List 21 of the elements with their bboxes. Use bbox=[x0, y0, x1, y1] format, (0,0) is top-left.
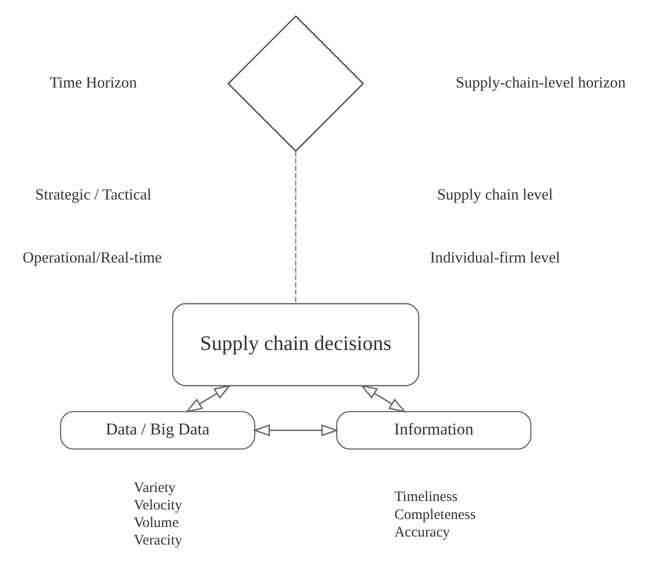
label: Operational/Real-time bbox=[22, 249, 162, 266]
label: Supply chain level bbox=[437, 186, 553, 203]
node-label: Variety bbox=[134, 479, 176, 496]
connector bbox=[295, 150, 296, 303]
arrow bbox=[185, 384, 232, 412]
node-box: Data / Big Data bbox=[60, 410, 256, 450]
node-box: Supply chain decisions bbox=[172, 302, 420, 386]
node-diamond bbox=[227, 14, 364, 152]
arrow bbox=[252, 424, 339, 436]
arrow bbox=[360, 384, 406, 412]
label: Individual-firm level bbox=[430, 249, 560, 266]
node-label: Velocity bbox=[134, 496, 182, 513]
label: Time Horizon bbox=[50, 74, 137, 91]
node-label: Accuracy bbox=[394, 524, 450, 540]
label: Supply-chain-level horizon bbox=[456, 74, 626, 91]
node-box: Information bbox=[336, 410, 532, 450]
node-label: Volume bbox=[134, 514, 179, 531]
node-label: Veracity bbox=[134, 532, 182, 548]
label: Strategic / Tactical bbox=[35, 186, 152, 203]
node-label: Completeness bbox=[394, 506, 476, 522]
node-label: Timeliness bbox=[394, 488, 458, 505]
